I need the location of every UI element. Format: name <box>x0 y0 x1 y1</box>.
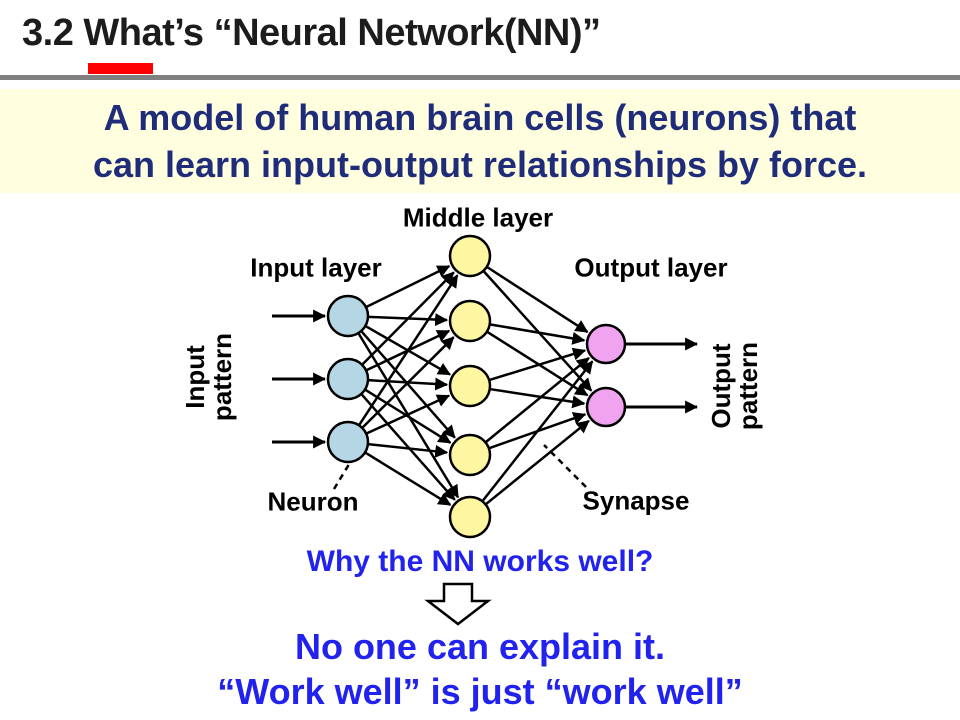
slide-title: 3.2 What’s “Neural Network(NN)” <box>22 12 601 54</box>
synapse-arrow <box>361 271 455 366</box>
answer-line2: “Work well” is just “work well” <box>217 671 743 712</box>
input-neuron <box>326 294 370 338</box>
synapse-label: Synapse <box>582 485 690 516</box>
synapse-arrow <box>364 451 452 507</box>
synapse-arrow <box>365 394 451 435</box>
answer-line1: No one can explain it. <box>294 626 666 667</box>
synapse-arrow <box>484 419 590 506</box>
synapse-arrow <box>361 336 455 429</box>
synapse-arrow <box>489 323 586 345</box>
neuron-callout-line <box>332 460 353 490</box>
middle-layer-label: Middle layer <box>402 202 554 233</box>
output-neuron <box>585 386 627 428</box>
down-arrow <box>424 582 492 626</box>
synapse-arrow <box>482 270 593 392</box>
middle-neuron <box>448 234 492 278</box>
middle-neuron <box>448 495 492 539</box>
synapse-arrow <box>484 356 590 444</box>
middle-neuron <box>448 433 492 477</box>
output-pattern-line1: Output <box>706 343 736 429</box>
input-pattern-line1: Input <box>180 345 210 409</box>
output-pattern-line2: pattern <box>733 341 763 431</box>
synapse-arrow <box>488 347 587 382</box>
synapse-arrow <box>486 265 589 334</box>
synapse-callout-line <box>543 444 587 488</box>
input-pattern-line2: pattern <box>207 332 237 422</box>
divider-rule <box>0 75 960 80</box>
synapse-arrow <box>364 388 452 444</box>
neuron-label: Neuron <box>267 486 359 517</box>
banner-line1: A model of human brain cells (neurons) t… <box>103 97 857 138</box>
red-accent-bar <box>88 63 153 74</box>
input-neuron <box>326 420 370 464</box>
output-layer-label: Output layer <box>574 252 728 283</box>
definition-banner: A model of human brain cells (neurons) t… <box>0 89 960 193</box>
synapse-arrow <box>357 274 459 426</box>
middle-neuron <box>448 299 492 343</box>
input-neuron <box>326 357 370 401</box>
synapse-arrow <box>486 330 589 397</box>
output-pattern-label: Output pattern <box>706 341 763 431</box>
banner-line2: can learn input-output relationships by … <box>92 144 868 185</box>
question-text: Why the NN works well? <box>306 545 654 578</box>
synapse-arrow <box>360 393 456 501</box>
output-neuron <box>585 323 627 365</box>
synapse-arrow <box>481 360 594 503</box>
middle-neuron <box>448 364 492 408</box>
synapse-arrow <box>367 442 449 458</box>
synapse-arrow <box>365 265 451 309</box>
synapse-arrow <box>489 387 586 409</box>
input-pattern-label: Input pattern <box>180 332 237 422</box>
input-layer-label: Input layer <box>250 252 382 283</box>
